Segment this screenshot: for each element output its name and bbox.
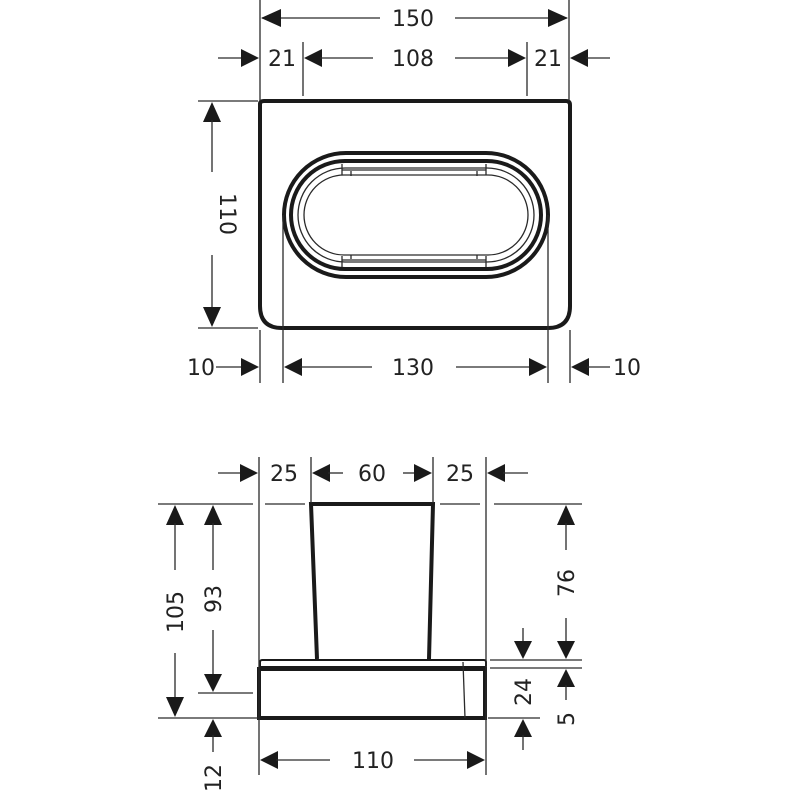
dim-label-21-right: 21	[534, 47, 562, 72]
dim-label-108: 108	[392, 47, 434, 72]
dim-label-76: 76	[555, 569, 580, 597]
dim-label-25-right: 25	[446, 462, 474, 487]
oval-ring-outer	[282, 151, 550, 279]
dim-label-10-left: 10	[187, 356, 215, 381]
oval-ring-inner	[303, 174, 529, 256]
wall-plate-outline	[258, 99, 572, 330]
dim-base-offset: 12	[202, 719, 227, 792]
glass-tumbler-outline	[308, 502, 436, 660]
dim-label-105: 105	[164, 591, 189, 633]
dim-label-5: 5	[555, 712, 580, 726]
dim-glass-to-base: 93	[202, 505, 227, 692]
base-inner-edge	[462, 661, 466, 719]
base-body	[257, 667, 487, 720]
dim-label-110-vertical: 110	[214, 193, 239, 235]
dim-label-93: 93	[202, 585, 227, 613]
dim-plate-height: 110	[203, 102, 239, 327]
dim-label-60: 60	[358, 462, 386, 487]
oval-ring-second	[289, 159, 543, 271]
dim-base-rim: 5	[555, 669, 580, 726]
oval-ring-third	[297, 167, 535, 263]
top-view: 150 21 108 21 110 10	[187, 0, 641, 383]
oval-clip-segments	[341, 164, 487, 267]
dim-glass-height: 76	[555, 505, 580, 659]
dim-base-width: 110	[260, 749, 485, 774]
side-view: 25 60 25 105 93	[158, 457, 582, 792]
dim-bottom-row: 10 130 10	[187, 356, 641, 381]
dim-label-25-left: 25	[270, 462, 298, 487]
top-extension-lines	[198, 0, 571, 383]
dim-total-height: 105	[164, 505, 189, 717]
dim-margins-row: 21 108 21	[218, 47, 610, 72]
dim-base-height: 24	[512, 628, 537, 750]
dim-side-top-row: 25 60 25	[218, 462, 528, 487]
dim-label-12: 12	[202, 764, 227, 792]
dim-label-21-left: 21	[268, 47, 296, 72]
dim-label-150: 150	[392, 7, 434, 32]
dim-label-130: 130	[392, 356, 434, 381]
dim-overall-width: 150	[261, 7, 568, 32]
side-extension-lines	[158, 457, 582, 775]
dim-label-24: 24	[512, 678, 537, 706]
dim-label-10-right: 10	[613, 356, 641, 381]
dim-label-110-bottom: 110	[352, 749, 394, 774]
